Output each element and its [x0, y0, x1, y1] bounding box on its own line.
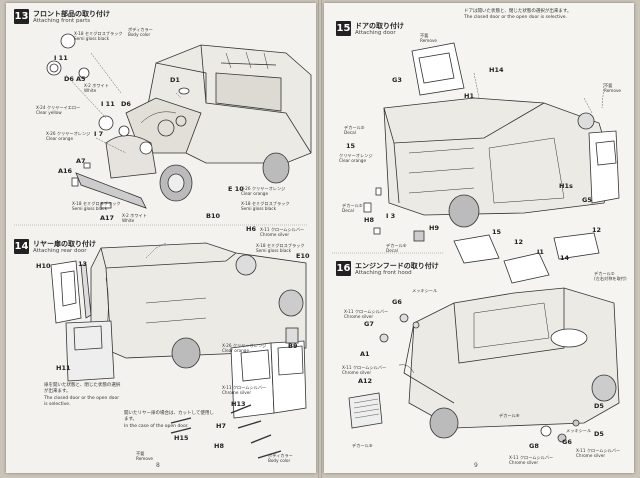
label-decal-3: デカール⑥ Decal [386, 243, 407, 254]
part-label: H1 [464, 92, 474, 100]
label-mekki: メッキシール [412, 288, 438, 293]
part-label: I 11 [101, 100, 115, 108]
book-spine [318, 0, 322, 478]
label-clear-orange: クリヤーオレンジ Clear orange [339, 153, 373, 164]
label-decal-y: デカール⑧ [499, 413, 520, 418]
part-label: H8 [214, 442, 224, 450]
label-chrome-silver-2: X-11 クロームシルバー Chrome silver [222, 385, 267, 396]
label-chrome-silver-2: X-11 クロームシルバー Chrome silver [342, 365, 387, 376]
part-label: A17 [100, 214, 115, 222]
step-number-badge: 16 [336, 261, 351, 276]
part-label: H1s [559, 182, 573, 190]
part-label: H9 [429, 224, 439, 232]
label-semi-gloss: X-18 セミグロスブラック Semi gloss black [72, 201, 121, 212]
part-label: G6 [392, 298, 402, 306]
part-label: D6 [64, 75, 74, 83]
step-title-jp: ドアの取り付け [355, 22, 404, 30]
part-label: G7 [364, 320, 374, 328]
label-remove: 不要 Remove [420, 33, 437, 44]
label-white-2: X-2 ホワイト White [122, 213, 147, 224]
part-label: I 3 [386, 212, 396, 220]
label-chrome-silver: X-11 クロームシルバー Chrome silver [260, 227, 305, 238]
part-label: D1 [170, 76, 180, 84]
step15-16-illustration [332, 42, 620, 443]
label-decal-2: デカール② Decal [342, 203, 363, 214]
part-label: A12 [358, 377, 373, 385]
part-label: B9 [288, 342, 298, 350]
part-label: H8 [364, 216, 374, 224]
part-label: H13 [231, 400, 246, 408]
page-number: 9 [474, 462, 478, 469]
part-label: I1 [537, 248, 544, 256]
part-label: G8 [529, 442, 539, 450]
part-label: A5 [76, 75, 86, 83]
part-label: 15 [492, 228, 502, 236]
part-label: D6 [121, 100, 131, 108]
part-label: D5 [594, 430, 604, 438]
label-clear-orange: X-26 クリヤーオレンジ Clear orange [46, 131, 91, 142]
step-title-en: Attaching door [355, 30, 396, 36]
step-title-jp: リヤー扉の取り付け [33, 240, 96, 248]
label-remove-2: 不要 Remove [604, 83, 621, 94]
label-body-color: ボディカラー Body color [268, 453, 293, 464]
label-chrome-silver-4: X-11 クロームシルバー Chrome silver [576, 448, 621, 459]
part-label: H11 [56, 364, 71, 372]
part-label: H7 [216, 422, 226, 430]
label-remove: 不要 Remove [136, 451, 153, 462]
part-label: 13 [78, 260, 88, 268]
part-label: I 11 [54, 54, 68, 62]
label-decal-right: デカール② (左右対称を取付) [594, 271, 627, 282]
part-label: E 10 [228, 185, 244, 193]
part-label: H14 [489, 66, 504, 74]
label-white: X-2 ホワイト White [84, 83, 109, 94]
part-label: A1 [360, 350, 370, 358]
step-title-en: Attaching front parts [33, 18, 91, 24]
label-chrome-silver: X-11 クロームシルバー Chrome silver [344, 309, 389, 320]
label-semi-gloss-black: X-18 セミグロスブラック Semi gloss black [74, 31, 123, 42]
part-label: B10 [206, 212, 220, 220]
part-label: 14 [560, 254, 570, 262]
label-body-color: ボディカラー Body color [128, 27, 153, 38]
step-number-badge: 15 [336, 21, 351, 36]
part-label: 12 [592, 226, 602, 234]
step-title-en: Attaching rear door [33, 248, 87, 254]
part-label: A16 [58, 167, 73, 175]
label-mekki-2: メッキシール [566, 428, 592, 433]
step-number-badge: 14 [14, 239, 29, 254]
step-number-badge: 13 [14, 9, 29, 24]
part-label: H15 [174, 434, 189, 442]
label-clear-yellow: X-24 クリヤーイエロー Clear yellow [36, 105, 81, 116]
note-open-door: 開いたリヤー扉の場合は、カットして使用します。 In the case of t… [124, 411, 214, 429]
part-label: G6 [562, 438, 572, 446]
label-semi-gloss: X-18 セミグロスブラック Semi gloss black [256, 243, 305, 254]
part-label: 12 [514, 238, 524, 246]
note-door-selective: ドアは開いた状態と、閉じた状態の選択が出来ます。 The closed door… [464, 9, 572, 21]
part-label: A7 [76, 157, 86, 165]
part-label: D5 [594, 402, 604, 410]
part-label: G5 [582, 196, 592, 204]
part-label: E10 [296, 252, 310, 260]
label-e10-black: X-18 セミグロスブラック Semi gloss black [241, 201, 290, 212]
instruction-page-left: 13 フロント部品の取り付け Attaching front parts [6, 3, 316, 473]
step13-illustration [14, 33, 312, 459]
step-title-jp: フロント部品の取り付け [33, 10, 110, 18]
step-title-en: Attaching front hood [355, 270, 412, 276]
label-clear-orange: X-26 クリヤーオレンジ Clear orange [222, 343, 267, 354]
label-decal: デカール⑤ Decal [344, 125, 365, 136]
label-decal-x: デカール⑨ [352, 443, 373, 448]
note-door-selective: 扉を開いた状態と、閉じた状態の選択が出来ます。 The closed door … [44, 383, 121, 407]
instruction-page-right: 15 ドアの取り付け Attaching door ドアは開いた状態と、閉じた状… [324, 3, 634, 473]
label-e10-orange: X-26 クリヤーオレンジ Clear orange [241, 186, 286, 197]
label-chrome-silver-3: X-11 クロームシルバー Chrome silver [509, 455, 554, 466]
part-label: G3 [392, 76, 402, 84]
part-label: H10 [36, 262, 51, 270]
part-label: I 7 [94, 130, 104, 138]
page-number: 8 [156, 462, 160, 469]
part-label: 15 [346, 142, 356, 150]
step-title-jp: エンジンフードの取り付け [355, 262, 439, 270]
part-label: H6 [246, 225, 256, 233]
